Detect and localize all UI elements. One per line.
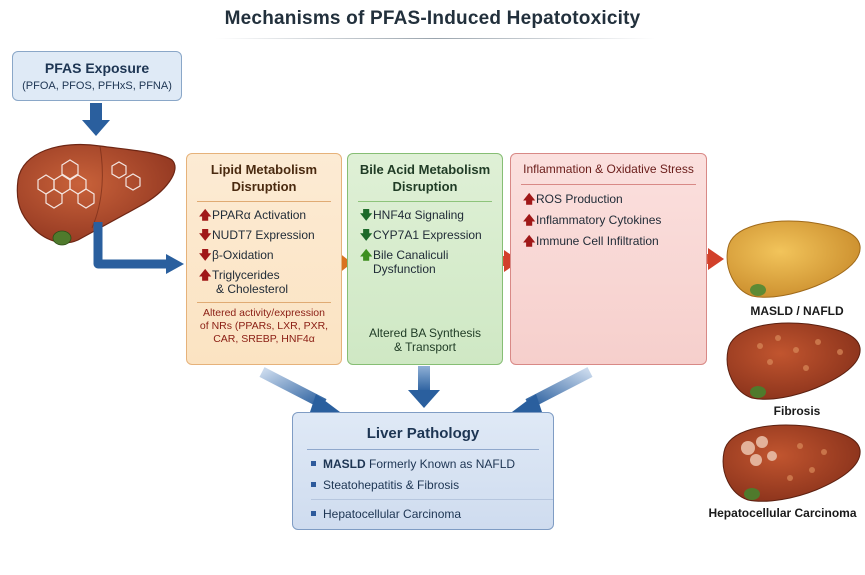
note-line: Altered BA Synthesis [368,326,482,340]
lipid-item-label-line2: & Cholesterol [216,282,289,296]
lipid-metabolism-panel: Lipid Metabolism Disruption 🡅PPARα Activ… [186,153,342,365]
hcc-liver-icon [722,424,861,502]
masld-liver-icon [726,220,861,298]
down-arrow-icon: 🡇 [199,228,212,242]
masld-label: MASLD / NAFLD [750,304,844,318]
bile-item-label: CYP7A1 Expression [373,228,482,242]
bile-item-hnf4a: 🡇HNF4α Signaling [360,208,502,222]
inflammation-item-cytokines: 🡅Inflammatory Cytokines [523,213,706,227]
down-arrow-icon: 🡇 [199,248,212,262]
lipid-item-label: NUDT7 Expression [212,228,315,242]
lipid-item-label: PPARα Activation [212,208,307,222]
title-divider [215,38,655,39]
down-arrow-icon: 🡇 [360,228,373,242]
exposure-down-arrow [82,103,110,136]
inflammation-item-label: ROS Production [536,192,623,206]
up-arrow-icon: 🡅 [360,248,373,262]
pathology-item-strong: MASLD [323,457,366,471]
pathology-item-hcc: Hepatocellular Carcinoma [311,499,553,521]
up-arrow-icon: 🡅 [523,234,536,248]
liver-to-lipid-arrow [93,222,168,269]
pathology-heading: Liver Pathology [366,425,480,442]
up-arrow-icon: 🡅 [523,192,536,206]
note-line: of NRs (PPARs, LXR, PXR, [199,320,329,332]
pathology-item-label: Steatohepatitis & Fibrosis [323,478,460,492]
bile-acid-metabolism-panel: Bile Acid Metabolism Disruption 🡇HNF4α S… [347,153,503,365]
up-arrow-icon: 🡅 [199,268,212,282]
lipid-item-ppara: 🡅PPARα Activation [199,208,341,222]
lipid-divider [197,201,331,202]
up-arrow-icon: 🡅 [523,213,536,227]
inflammation-item-label: Immune Cell Infiltration [536,234,659,248]
note-line: CAR, SREBP, HNF4α [213,333,315,345]
hcc-label: Hepatocellular Carcinoma [708,506,857,520]
diagram-title: Mechanisms of PFAS-Induced Hepatotoxicit… [224,8,641,29]
note-line: & Transport [393,340,457,354]
pfas-exposure-box: PFAS Exposure (PFOA, PFOS, PFHxS, PFNA) [12,51,182,101]
pathology-item-steatohepatitis: Steatohepatitis & Fibrosis [311,478,553,492]
fibrosis-liver-icon [726,322,861,400]
pathology-item-masld: MASLD Formerly Known as NAFLD [311,457,553,471]
lipid-item-beta-oxidation: 🡇β-Oxidation [199,248,341,262]
up-arrow-icon: 🡅 [199,208,212,222]
inflammation-item-label: Inflammatory Cytokines [536,213,662,227]
fibrosis-label: Fibrosis [773,404,821,418]
inflammation-item-ros: 🡅ROS Production [523,192,706,206]
lipid-item-label: Triglycerides [212,268,280,282]
bile-to-pathology-arrow [408,366,440,408]
pfas-molecule-icon [37,159,141,209]
bile-heading-line1: Bile Acid Metabolism [359,162,491,177]
pathology-item-label: Hepatocellular Carcinoma [323,507,462,521]
bile-item-cyp7a1: 🡇CYP7A1 Expression [360,228,502,242]
exposure-compounds: (PFOA, PFOS, PFHxS, PFNA) [22,80,172,92]
note-line: Altered activity/expression [203,307,325,319]
inflammation-oxidative-stress-panel: Inflammation & Oxidative Stress 🡅ROS Pro… [510,153,707,365]
lipid-heading-line1: Lipid Metabolism [210,162,318,177]
inflammation-to-pathology-arrow [512,367,593,412]
pathology-divider [307,449,539,450]
inflammation-item-immune-cells: 🡅Immune Cell Infiltration [523,234,706,248]
inflammation-divider [521,184,696,185]
liver-pathology-box: Liver Pathology MASLD Formerly Known as … [292,412,554,530]
pathology-item-rest: Formerly Known as NAFLD [365,457,516,471]
lipid-item-nudt7: 🡇NUDT7 Expression [199,228,341,242]
exposure-heading: PFAS Exposure [44,60,150,76]
lipid-heading-line2: Disruption [231,179,297,194]
bile-item-label-line2: Dysfunction [373,262,436,276]
nuclear-receptors-note: Altered activity/expression of NRs (PPAR… [193,307,335,346]
lipid-to-pathology-arrow [259,367,340,412]
bile-bottom-note: Altered BA Synthesis & Transport [348,326,502,354]
bile-heading-line2: Disruption [392,179,458,194]
lipid-note-divider [197,302,331,303]
lipid-item-label: β-Oxidation [212,248,274,262]
down-arrow-icon: 🡇 [360,208,373,222]
bile-item-label: Bile Canaliculi [373,248,449,262]
bile-divider [358,201,492,202]
lipid-item-triglycerides: 🡅Triglycerides& Cholesterol [199,268,341,296]
bile-item-label: HNF4α Signaling [373,208,464,222]
inflammation-heading: Inflammation & Oxidative Stress [523,162,694,176]
liver-illustration [16,143,176,246]
